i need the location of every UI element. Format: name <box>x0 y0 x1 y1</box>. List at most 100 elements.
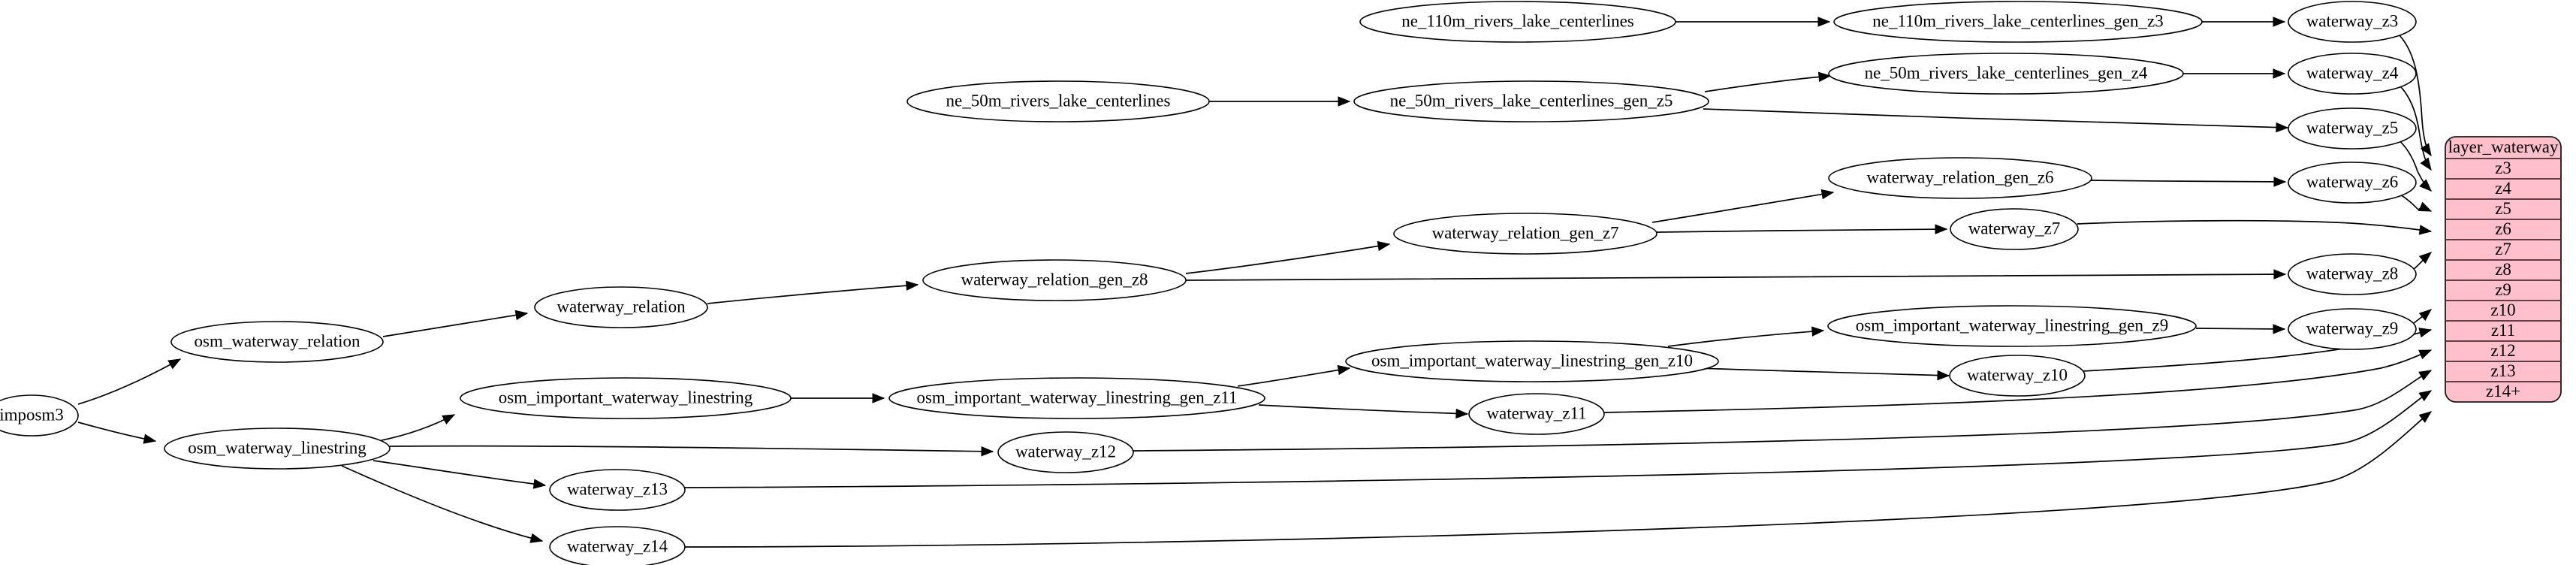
graph-node-ne_110m_rivers_lake_centerlines[interactable]: ne_110m_rivers_lake_centerlines <box>1359 1 1676 43</box>
edge-arrowhead <box>1338 96 1351 107</box>
node-ellipse[interactable] <box>1359 1 1676 43</box>
graph-edge <box>1237 367 1350 387</box>
graph-node-imposm3[interactable]: imposm3 <box>0 394 79 437</box>
edge-arrowhead <box>1337 364 1351 376</box>
graph-node-osm_important_waterway_linestring_gen_z11[interactable]: osm_important_waterway_linestring_gen_z1… <box>888 377 1265 419</box>
graph-node-ne_50m_rivers_lake_centerlines_gen_z4[interactable]: ne_50m_rivers_lake_centerlines_gen_z4 <box>1828 53 2184 95</box>
edge-line <box>382 313 528 337</box>
edge-arrowhead <box>1937 370 1950 381</box>
graph-node-osm_important_waterway_linestring[interactable]: osm_important_waterway_linestring <box>460 377 792 419</box>
graph-node-waterway_relation_gen_z8[interactable]: waterway_relation_gen_z8 <box>922 259 1187 301</box>
node-ellipse[interactable] <box>0 394 79 437</box>
edge-arrowhead <box>2273 324 2286 334</box>
node-ellipse[interactable] <box>2288 162 2417 204</box>
node-ellipse[interactable] <box>549 469 686 511</box>
edge-arrowhead <box>2276 122 2289 133</box>
graph-node-osm_waterway_linestring[interactable]: osm_waterway_linestring <box>164 428 391 470</box>
node-ellipse[interactable] <box>906 80 1210 122</box>
record-outline <box>2445 136 2562 403</box>
graph-node-waterway_z12[interactable]: waterway_z12 <box>997 431 1134 473</box>
edge-arrowhead <box>2418 201 2433 212</box>
edge-line <box>1651 192 1834 223</box>
edge-line <box>77 358 181 405</box>
node-ellipse[interactable] <box>549 526 686 565</box>
edge-arrowhead <box>2418 370 2433 381</box>
graph-node-osm_important_waterway_linestring_gen_z9[interactable]: osm_important_waterway_linestring_gen_z9 <box>1827 305 2197 347</box>
edge-arrowhead <box>2418 349 2433 360</box>
node-ellipse[interactable] <box>1949 355 2086 397</box>
node-ellipse[interactable] <box>2288 308 2417 350</box>
edge-arrowhead <box>2418 390 2433 402</box>
node-ellipse[interactable] <box>1828 53 2184 95</box>
edge-line <box>1185 243 1390 274</box>
graph-node-ne_110m_rivers_lake_centerlines_gen_z3[interactable]: ne_110m_rivers_lake_centerlines_gen_z3 <box>1833 1 2203 43</box>
node-ellipse[interactable] <box>2288 253 2417 295</box>
edges-layer <box>77 17 2433 548</box>
edge-arrowhead <box>1935 224 1948 234</box>
graph-node-waterway_z3[interactable]: waterway_z3 <box>2288 1 2417 43</box>
node-ellipse[interactable] <box>1827 305 2197 347</box>
graph-node-waterway_z8[interactable]: waterway_z8 <box>2288 253 2417 295</box>
node-ellipse[interactable] <box>460 377 792 419</box>
graph-edge <box>1656 228 1947 233</box>
edge-line <box>2195 328 2285 330</box>
graph-edge <box>707 284 918 304</box>
edge-arrowhead <box>872 393 885 403</box>
graph-node-waterway_relation_gen_z7[interactable]: waterway_relation_gen_z7 <box>1393 213 1658 255</box>
graph-node-waterway_z5[interactable]: waterway_z5 <box>2288 107 2417 150</box>
graph-edge <box>2089 180 2286 183</box>
graph-node-waterway_z7[interactable]: waterway_z7 <box>1950 208 2079 250</box>
node-ellipse[interactable] <box>534 286 708 328</box>
edge-arrowhead <box>1377 240 1391 252</box>
graph-edge <box>1704 75 1831 92</box>
node-ellipse[interactable] <box>2288 107 2417 150</box>
node-ellipse[interactable] <box>922 259 1187 301</box>
graph-edge <box>77 421 156 442</box>
node-ellipse[interactable] <box>1353 80 1709 122</box>
node-ellipse[interactable] <box>1345 340 1719 382</box>
graph-edge <box>1703 108 2288 128</box>
node-ellipse[interactable] <box>997 431 1134 473</box>
node-ellipse[interactable] <box>888 377 1265 419</box>
graph-edge <box>1603 349 2432 413</box>
graph-node-waterway_z6[interactable]: waterway_z6 <box>2288 162 2417 204</box>
graph-node-osm_important_waterway_linestring_gen_z10[interactable]: osm_important_waterway_linestring_gen_z1… <box>1345 340 1719 382</box>
graph-edge <box>341 465 543 542</box>
graph-node-ne_50m_rivers_lake_centerlines[interactable]: ne_50m_rivers_lake_centerlines <box>906 80 1210 122</box>
node-ellipse[interactable] <box>1468 393 1605 435</box>
edge-arrowhead <box>1817 17 1831 27</box>
nodes-layer: imposm3 osm_waterway_relation osm_waterway… <box>0 1 2417 565</box>
graph-node-waterway_z9[interactable]: waterway_z9 <box>2288 308 2417 350</box>
graph-edge <box>2077 219 2432 232</box>
graph-node-osm_waterway_relation[interactable]: osm_waterway_relation <box>170 321 384 363</box>
edge-arrowhead <box>442 414 456 425</box>
node-ellipse[interactable] <box>2288 1 2417 43</box>
graph-node-ne_50m_rivers_lake_centerlines_gen_z5[interactable]: ne_50m_rivers_lake_centerlines_gen_z5 <box>1353 80 1709 122</box>
graph-edge <box>1667 330 1824 347</box>
edge-arrowhead <box>2418 328 2433 338</box>
graph-node-waterway_z10[interactable]: waterway_z10 <box>1949 355 2086 397</box>
graph-node-waterway_z14[interactable]: waterway_z14 <box>549 526 686 565</box>
graph-node-waterway_relation[interactable]: waterway_relation <box>534 286 708 328</box>
node-ellipse[interactable] <box>164 428 391 470</box>
graph-edge <box>2195 328 2285 330</box>
node-ellipse[interactable] <box>1833 1 2203 43</box>
node-ellipse[interactable] <box>1828 157 2092 199</box>
edge-line <box>684 411 2432 548</box>
record-node-layer_waterway[interactable]: layer_waterwayz3z4z5z6z7z8z9z10z11z12z13… <box>2445 136 2562 403</box>
edge-arrowhead <box>2418 252 2433 264</box>
graph-edge <box>1651 192 1834 223</box>
graph-node-waterway_z4[interactable]: waterway_z4 <box>2288 53 2417 95</box>
graph-node-waterway_relation_gen_z6[interactable]: waterway_relation_gen_z6 <box>1828 157 2092 199</box>
graph-node-waterway_z11[interactable]: waterway_z11 <box>1468 393 1605 435</box>
node-ellipse[interactable] <box>1393 213 1658 255</box>
node-ellipse[interactable] <box>1950 208 2079 250</box>
graph-node-waterway_z13[interactable]: waterway_z13 <box>549 469 686 511</box>
node-ellipse[interactable] <box>2288 53 2417 95</box>
edge-arrowhead <box>2418 411 2433 423</box>
graph-edge <box>684 411 2432 548</box>
node-ellipse[interactable] <box>170 321 384 363</box>
edge-line <box>1667 330 1824 347</box>
